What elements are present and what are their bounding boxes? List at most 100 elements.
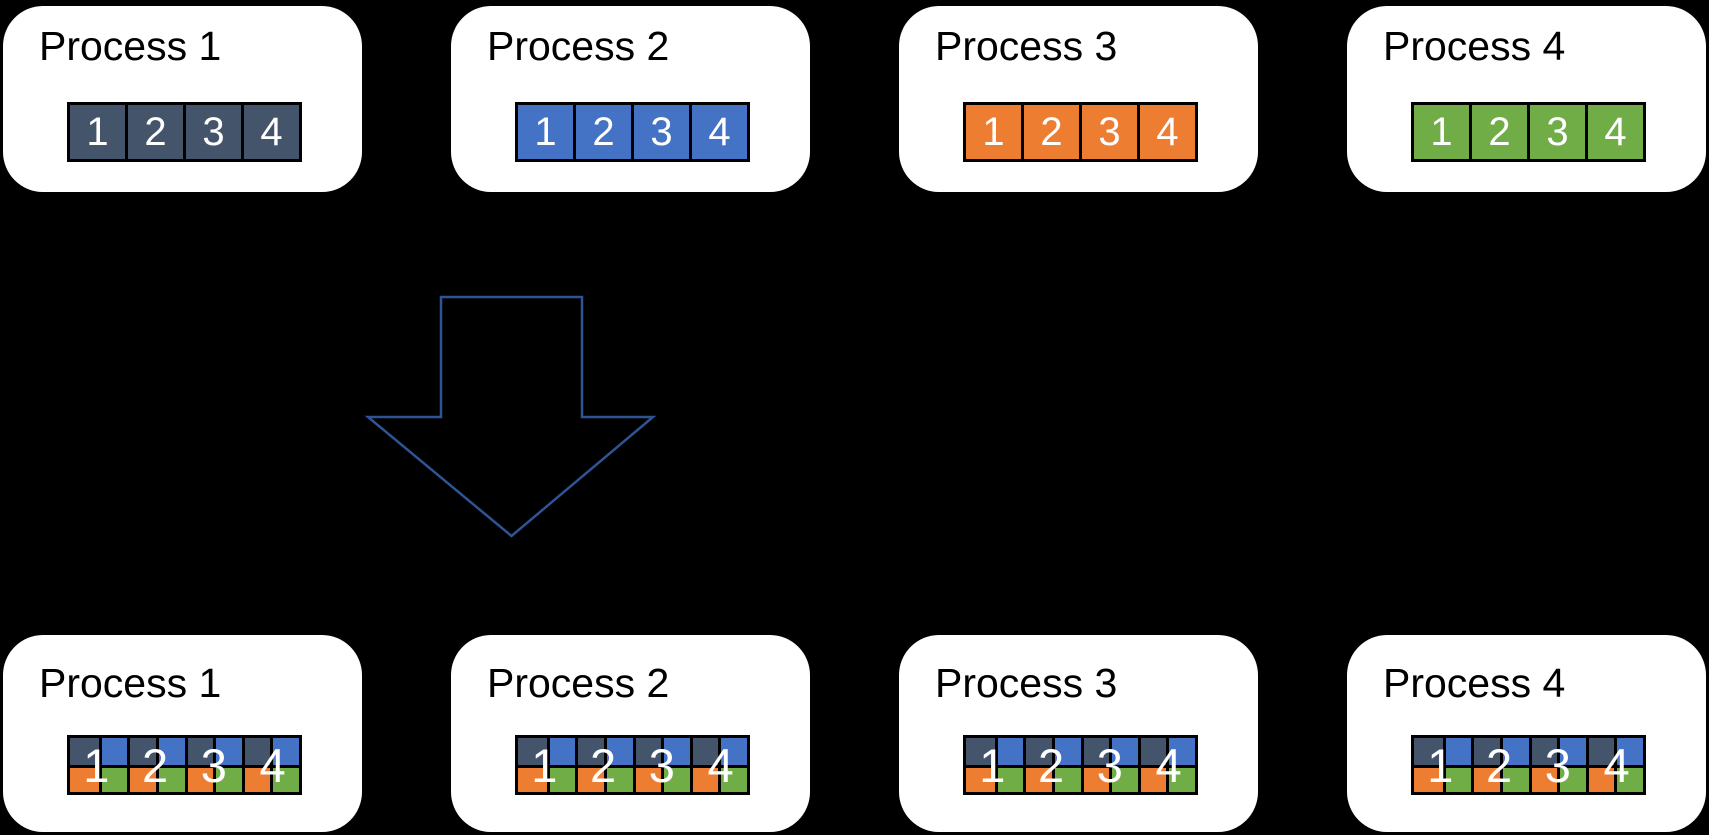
process-title: Process 2 — [487, 660, 670, 706]
data-cell — [241, 765, 271, 792]
data-cell — [718, 738, 747, 765]
data-cell — [1471, 738, 1500, 765]
data-cell — [127, 738, 156, 765]
data-cell — [155, 738, 185, 765]
data-cell — [1414, 765, 1443, 792]
data-cell — [575, 765, 604, 792]
data-cell — [994, 738, 1024, 765]
process-title: Process 4 — [1383, 23, 1566, 69]
data-cell — [98, 765, 128, 792]
data-cell — [1585, 765, 1615, 792]
data-cell — [70, 738, 99, 765]
data-cell: 2 — [1021, 105, 1079, 159]
data-cell — [546, 738, 576, 765]
data-cell: 1 — [1414, 105, 1469, 159]
data-cell — [270, 738, 299, 765]
data-cell — [1080, 765, 1110, 792]
data-cell — [1109, 738, 1138, 765]
data-cell — [1414, 738, 1443, 765]
data-cell — [184, 738, 214, 765]
data-cell: 4 — [241, 105, 299, 159]
interleaved-cells-grid — [963, 735, 1198, 795]
process-title: Process 2 — [487, 23, 670, 69]
data-cell — [70, 765, 99, 792]
data-cell — [518, 738, 547, 765]
data-cell: 4 — [1137, 105, 1195, 159]
data-cell: 2 — [573, 105, 631, 159]
data-cell: 3 — [1079, 105, 1137, 159]
data-cell: 4 — [1585, 105, 1643, 159]
data-cell: 1 — [966, 105, 1021, 159]
data-cell — [1051, 765, 1081, 792]
data-cell — [603, 765, 633, 792]
data-cell — [1109, 765, 1138, 792]
data-cell — [1499, 738, 1529, 765]
data-cell: 2 — [125, 105, 183, 159]
interleaved-cells-grid — [1411, 735, 1646, 795]
data-cell: 4 — [689, 105, 747, 159]
data-cell — [1557, 765, 1586, 792]
data-cell: 3 — [631, 105, 689, 159]
data-cell — [1471, 765, 1500, 792]
data-cell — [603, 738, 633, 765]
data-cell — [966, 738, 995, 765]
data-cell — [127, 765, 156, 792]
data-cell — [1499, 765, 1529, 792]
data-cell — [632, 765, 662, 792]
data-cell — [1557, 738, 1586, 765]
data-cell: 3 — [183, 105, 241, 159]
data-cell — [1137, 765, 1167, 792]
data-cell — [718, 765, 747, 792]
down-arrow-outline — [364, 295, 657, 538]
data-cell — [689, 738, 719, 765]
data-cell — [1528, 738, 1558, 765]
data-cell — [1585, 738, 1615, 765]
process-title: Process 3 — [935, 660, 1118, 706]
data-cell: 1 — [70, 105, 125, 159]
data-cell — [689, 765, 719, 792]
data-cell — [1137, 738, 1167, 765]
process-title: Process 1 — [39, 23, 222, 69]
data-cell — [155, 765, 185, 792]
interleaved-cells-grid — [515, 735, 750, 795]
data-cell — [966, 765, 995, 792]
data-cell — [546, 765, 576, 792]
data-cell — [1166, 738, 1195, 765]
data-cell — [518, 765, 547, 792]
process-title: Process 4 — [1383, 660, 1566, 706]
process-title: Process 1 — [39, 660, 222, 706]
data-cell — [270, 765, 299, 792]
data-cell — [1051, 738, 1081, 765]
data-cell — [632, 738, 662, 765]
data-cell — [213, 738, 242, 765]
process-title: Process 3 — [935, 23, 1118, 69]
data-cell — [1528, 765, 1558, 792]
data-cell — [184, 765, 214, 792]
data-cell: 2 — [1469, 105, 1527, 159]
data-cell — [994, 765, 1024, 792]
data-cell — [1442, 765, 1472, 792]
data-cell — [241, 738, 271, 765]
data-cell — [661, 765, 690, 792]
data-cell: 3 — [1527, 105, 1585, 159]
data-cell — [1166, 765, 1195, 792]
data-cell — [98, 738, 128, 765]
data-cell — [213, 765, 242, 792]
data-cell: 1 — [518, 105, 573, 159]
interleaved-cells-grid — [67, 735, 302, 795]
